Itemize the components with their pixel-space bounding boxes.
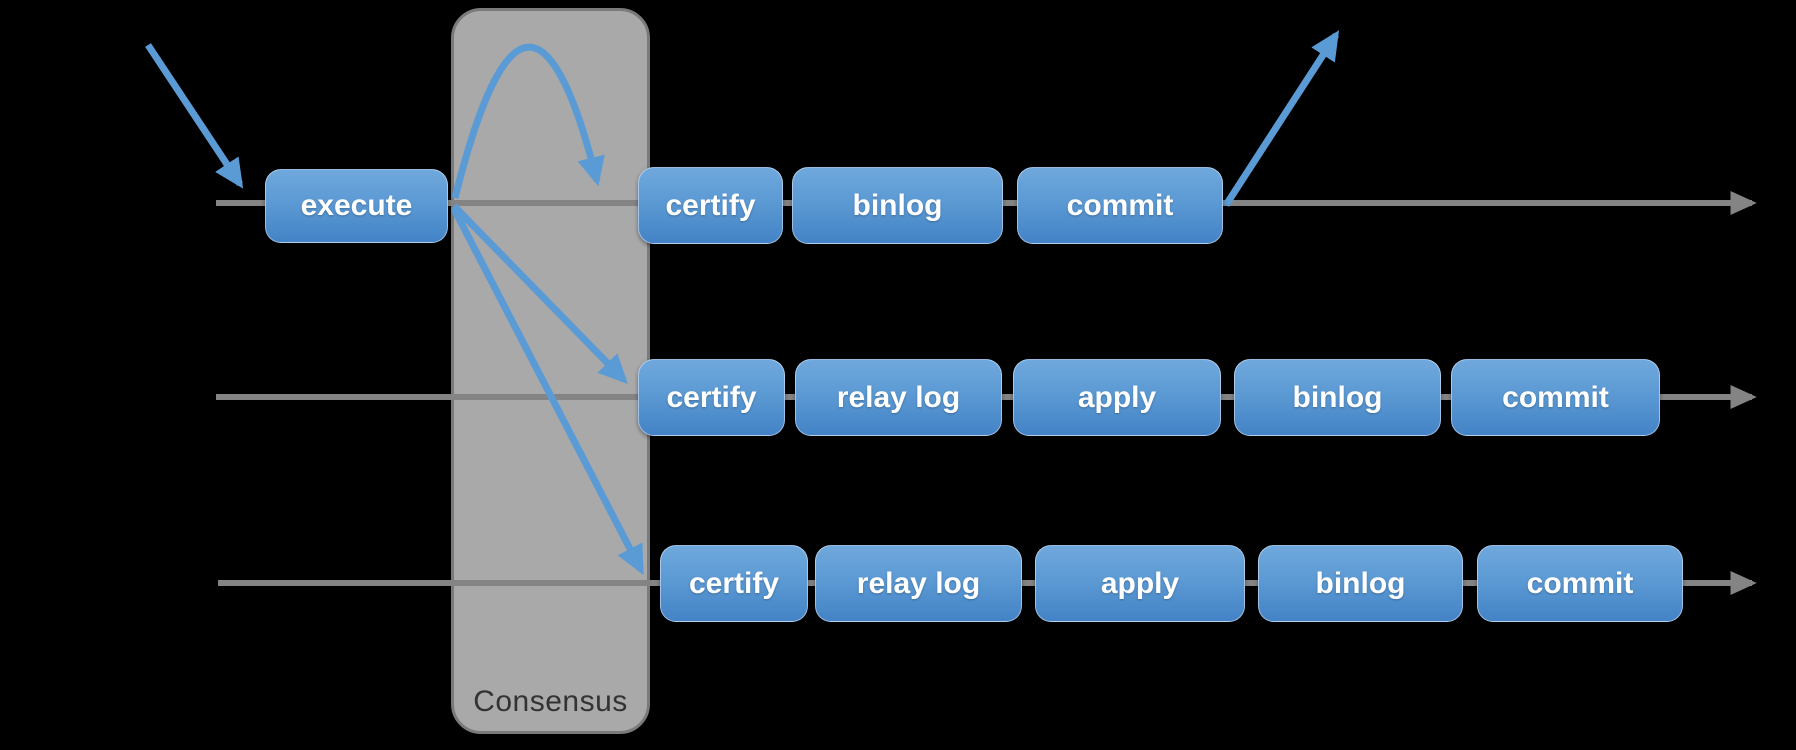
node-row3-binlog: binlog	[1258, 545, 1463, 622]
node-row3-relay-log: relay log	[815, 545, 1022, 622]
node-row1-certify: certify	[638, 167, 783, 244]
node-row1-execute: execute	[265, 169, 448, 243]
node-row2-binlog: binlog	[1234, 359, 1441, 436]
commit-response-arrow-icon	[1223, 30, 1340, 207]
consensus-loopback-arc-arrow-icon	[451, 43, 605, 199]
incoming-transaction-arrow-icon	[145, 43, 244, 189]
node-row3-apply: apply	[1035, 545, 1245, 622]
node-row3-certify: certify	[660, 545, 808, 622]
node-row3-commit: commit	[1477, 545, 1683, 622]
consensus-to-row2-arrow-icon	[451, 203, 628, 385]
consensus-label: Consensus	[473, 685, 628, 718]
consensus-to-row3-arrow-icon	[450, 207, 645, 575]
node-row1-binlog: binlog	[792, 167, 1003, 244]
node-row2-certify: certify	[638, 359, 785, 436]
node-row1-commit: commit	[1017, 167, 1223, 244]
node-row2-relay-log: relay log	[795, 359, 1002, 436]
node-row2-apply: apply	[1013, 359, 1221, 436]
node-row2-commit: commit	[1451, 359, 1660, 436]
